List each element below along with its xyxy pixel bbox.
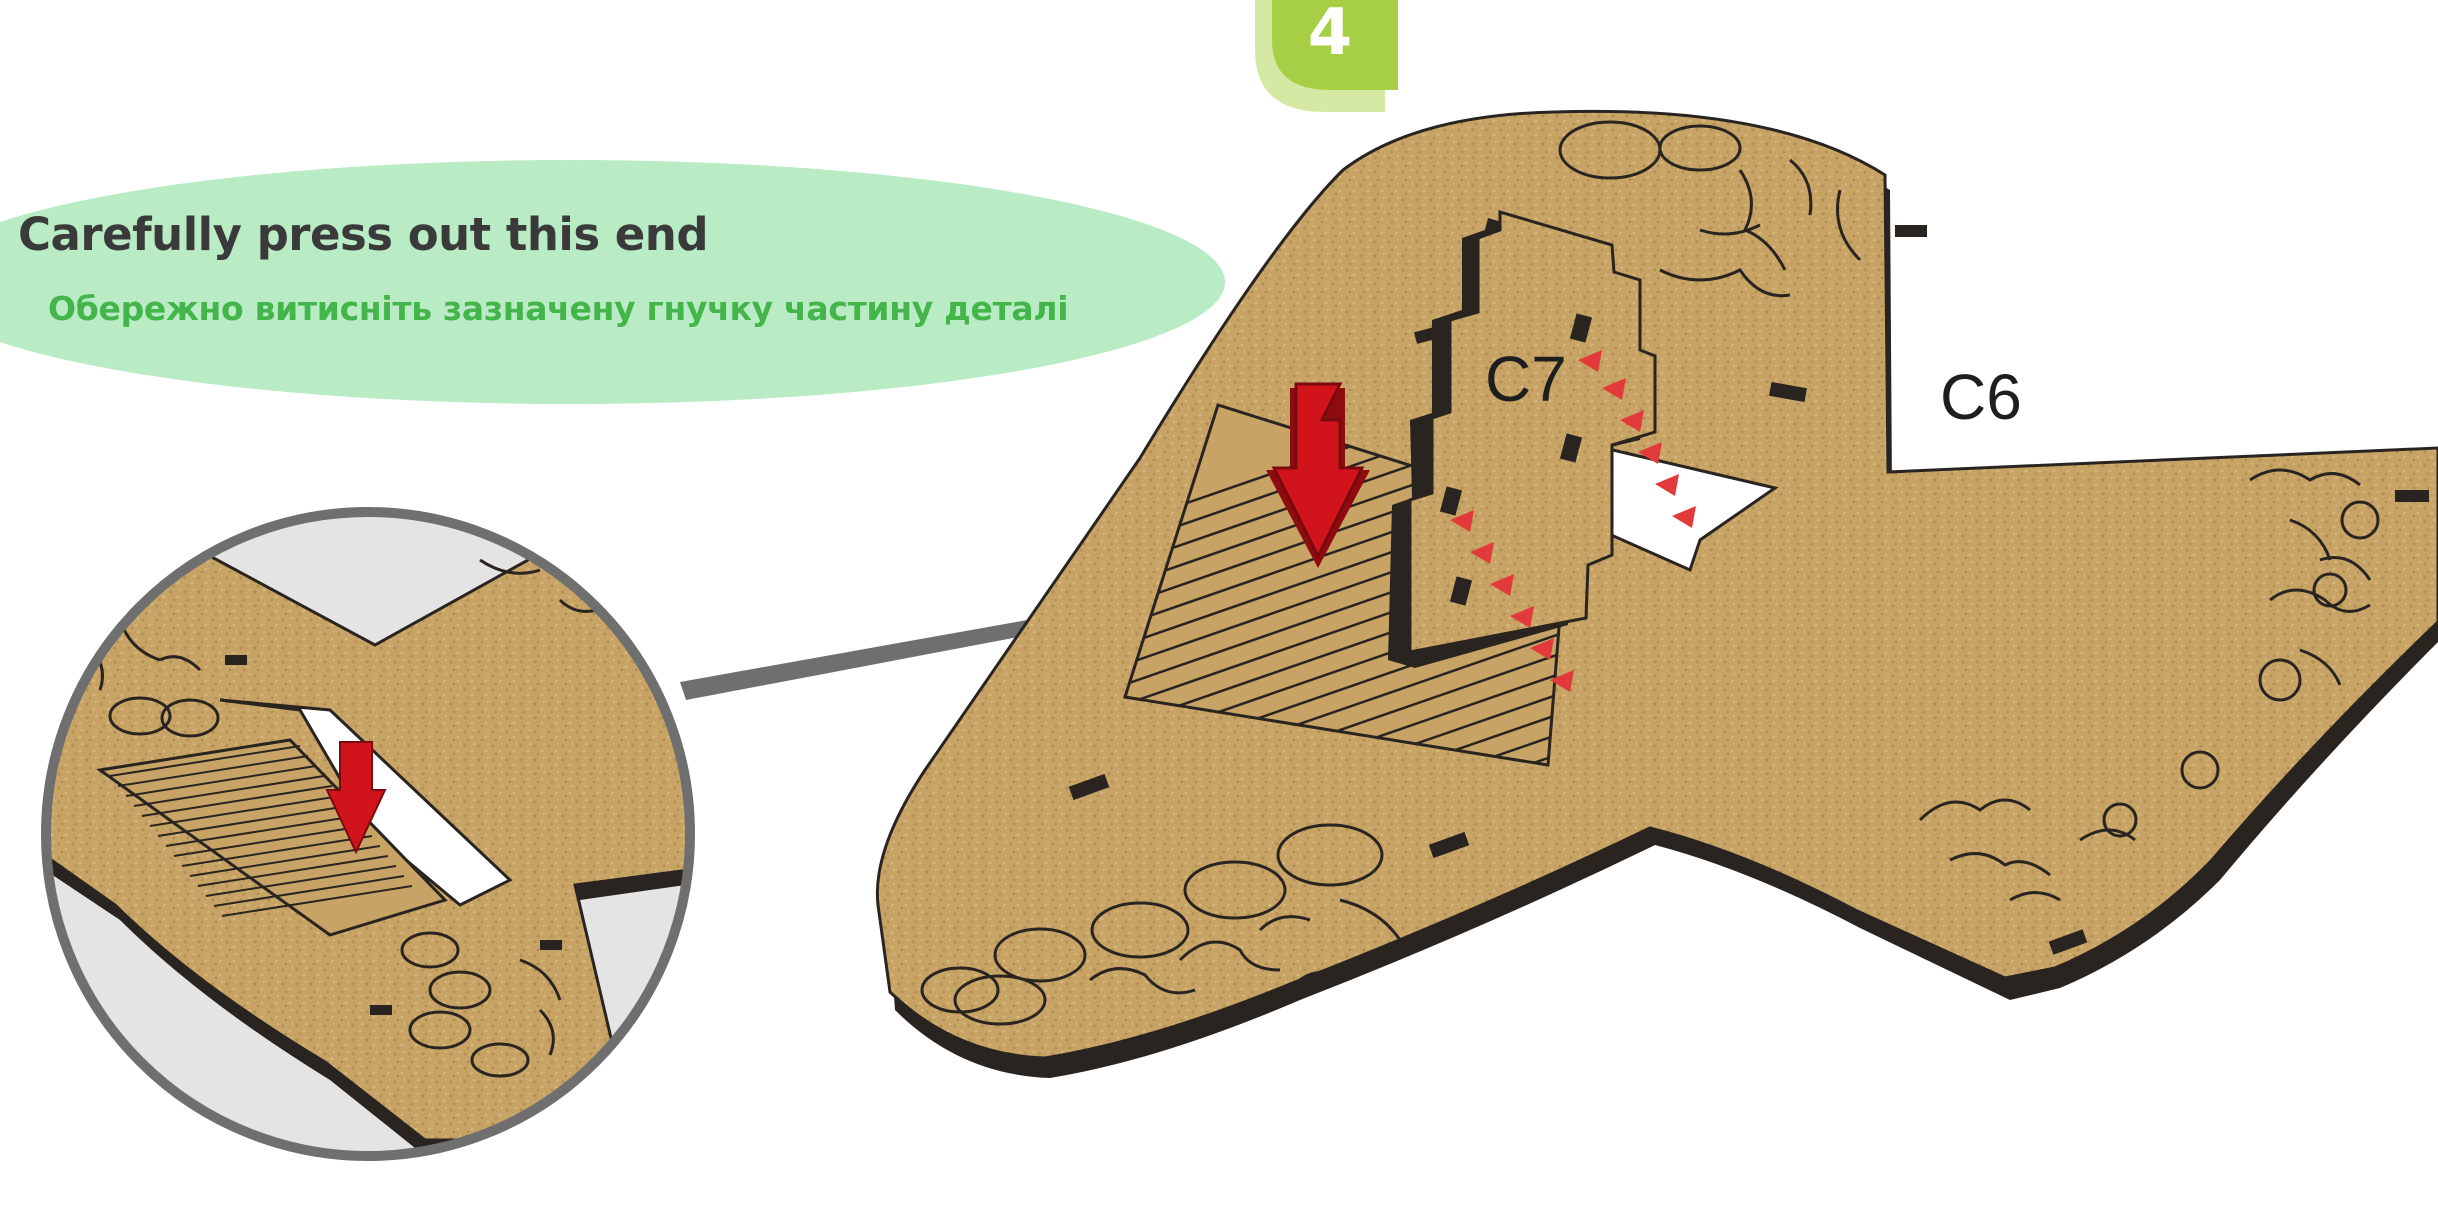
callout-bubble xyxy=(0,160,1225,404)
zoom-inset xyxy=(30,510,720,1170)
callout-instruction-uk: Обережно витисніть зазначену гнучку част… xyxy=(48,289,1068,328)
step-number: 4 xyxy=(1270,0,1390,70)
part-label-c7: C7 xyxy=(1485,342,1567,416)
part-label-c6: C6 xyxy=(1940,360,2022,434)
callout-instruction-en: Carefully press out this end xyxy=(18,208,708,261)
